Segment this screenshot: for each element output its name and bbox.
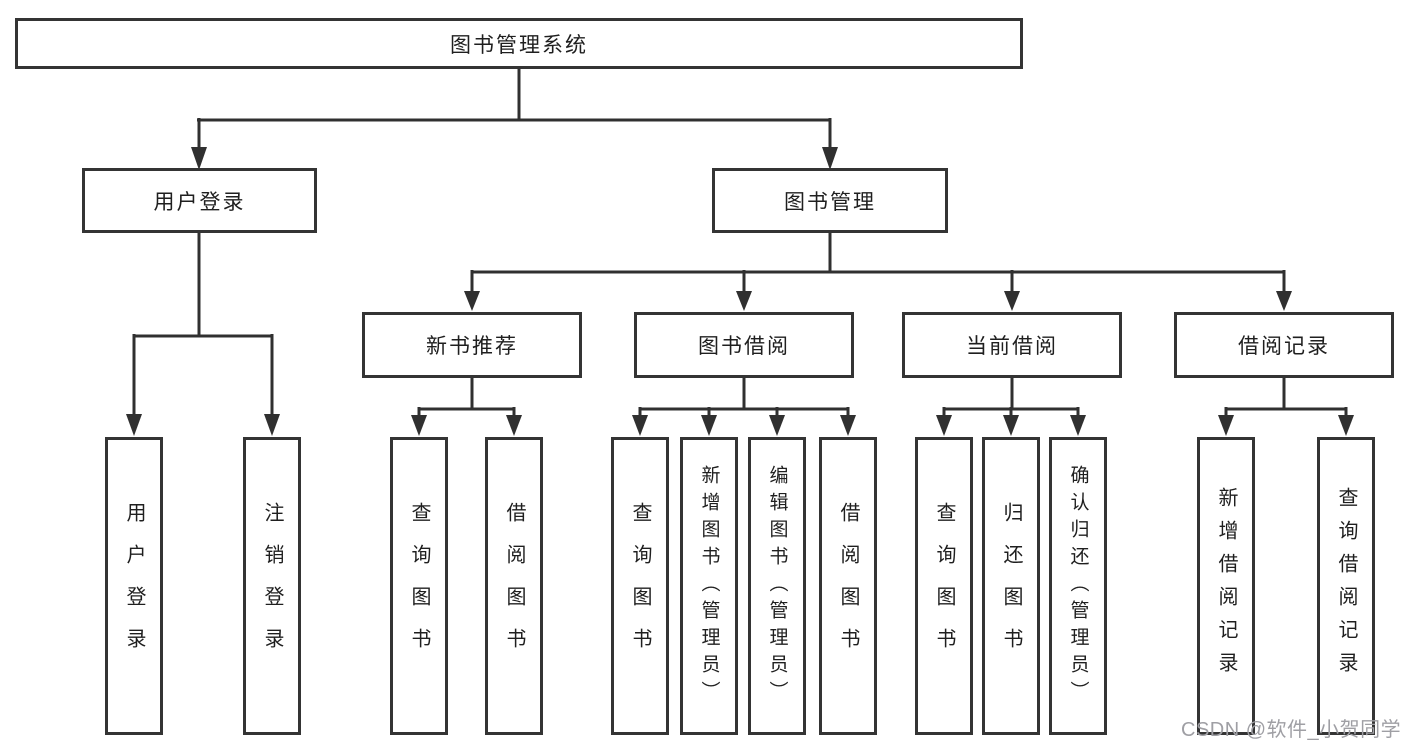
- node-current-borrowing: 当前借阅: [902, 312, 1122, 378]
- connector-borrowing-records: [1218, 378, 1354, 436]
- leaf-borrow-books-2: 借阅图书: [819, 437, 877, 735]
- node-book-management: 图书管理: [712, 168, 948, 233]
- leaf-confirm-return-admin: 确认归还（管理员）: [1049, 437, 1107, 735]
- node-library-management-system: 图书管理系统: [15, 18, 1023, 69]
- node-book-borrowing: 图书借阅: [634, 312, 854, 378]
- leaf-return-books: 归还图书: [982, 437, 1040, 735]
- connector-current-borrowing: [936, 378, 1086, 436]
- leaf-query-books: 查询图书: [390, 437, 448, 735]
- leaf-add-books-admin: 新增图书（管理员）: [680, 437, 738, 735]
- connector-book-management: [464, 233, 1292, 311]
- leaf-user-login: 用户登录: [105, 437, 163, 735]
- leaf-add-borrow-record: 新增借阅记录: [1197, 437, 1255, 735]
- leaf-logout: 注销登录: [243, 437, 301, 735]
- node-user-login: 用户登录: [82, 168, 317, 233]
- watermark: CSDN @软件_小贺同学: [1181, 719, 1402, 741]
- leaf-borrow-books: 借阅图书: [485, 437, 543, 735]
- leaf-query-books-2: 查询图书: [611, 437, 669, 735]
- node-new-book-recommendation: 新书推荐: [362, 312, 582, 378]
- leaf-query-borrow-record: 查询借阅记录: [1317, 437, 1375, 735]
- node-borrowing-records: 借阅记录: [1174, 312, 1394, 378]
- leaf-query-books-3: 查询图书: [915, 437, 973, 735]
- connector-new-book-recommendation: [411, 378, 522, 436]
- connector-user-login: [126, 233, 280, 436]
- connector-book-borrowing: [632, 378, 856, 436]
- connector-root: [191, 69, 838, 170]
- leaf-edit-books-admin: 编辑图书（管理员）: [748, 437, 806, 735]
